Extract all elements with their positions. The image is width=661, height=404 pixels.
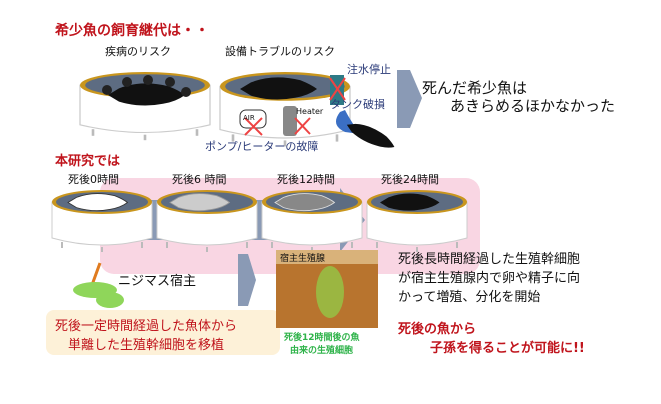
heater-icon (283, 106, 311, 136)
timepoint-0h: 死後0時間 (68, 173, 119, 186)
finding-line-1: 死後長時間経過した生殖幹細胞 (398, 252, 581, 267)
timepoint-24h: 死後24時間 (381, 173, 439, 186)
faucet-icon (329, 75, 346, 105)
finding-line-3: かって増殖、分化を開始 (398, 290, 541, 305)
conclusion-line-1: 死後の魚から (398, 322, 477, 337)
result-line-1: 死んだ希少魚は (422, 79, 528, 97)
result-arrow (397, 70, 422, 128)
conclusion-line-2: 子孫を得ることが可能に!! (430, 341, 585, 356)
label-heater: Heater (296, 107, 324, 116)
photo-label: 宿主生殖腺 (280, 254, 326, 264)
transplant-line-2: 単離した生殖幹細胞を移植 (68, 338, 225, 353)
transplant-box (46, 310, 280, 355)
result-line-2: あきらめるほかなかった (450, 97, 616, 115)
finding-line-2: が宿主生殖腺内で卵や精子に向 (398, 271, 581, 286)
label-equipment-risk: 設備トラブルのリスク (225, 45, 335, 58)
label-disease-risk: 疾病のリスク (105, 45, 171, 58)
heading-this-study: 本研究では (55, 154, 121, 169)
label-host: ニジマス宿主 (118, 274, 197, 289)
label-water-stop: 注水停止 (347, 63, 391, 76)
virus-icons (102, 75, 191, 97)
timepoint-6h: 死後6 時間 (172, 173, 227, 186)
transplant-line-1: 死後一定時間経過した魚体から (55, 319, 238, 334)
heading-rare-fish: 希少魚の飼育継代は・・ (55, 23, 209, 39)
photo-caption-2: 由来の生殖細胞 (290, 346, 354, 356)
photo-caption-1: 死後12時間後の魚 (284, 333, 360, 343)
label-tank-damage: タンク破損 (330, 98, 385, 111)
label-pump-heater-failure: ポンプ/ヒーターの故障 (205, 140, 319, 153)
air-pump-icon (239, 109, 267, 136)
label-air: AIR (243, 114, 255, 122)
transplant-arrow (238, 254, 256, 306)
timepoint-12h: 死後12時間 (277, 173, 335, 186)
syringe-icon (90, 262, 102, 286)
